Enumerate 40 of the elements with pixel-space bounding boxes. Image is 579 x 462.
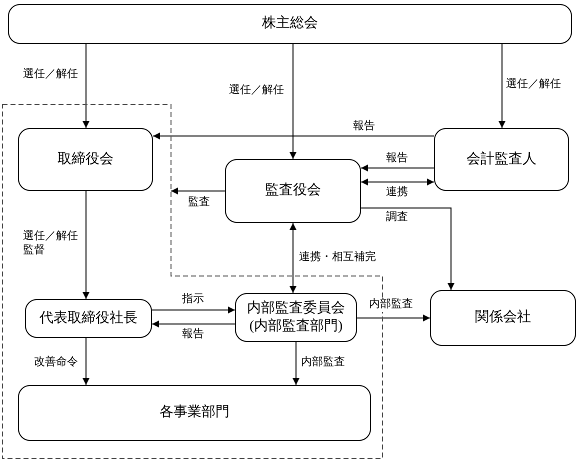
edge-label: 選任／解任	[228, 84, 285, 98]
edge-label: 内部監査	[368, 298, 414, 312]
rounded-box	[235, 293, 357, 342]
arrow	[360, 208, 454, 290]
rounded-box	[225, 159, 361, 223]
arrow	[170, 188, 226, 194]
node-text: 監査役会	[265, 182, 321, 200]
node-text: (内部監査部門)	[249, 318, 343, 335]
rounded-box	[18, 385, 371, 441]
node-text: 株主総会	[262, 15, 318, 33]
node-text: 会計監査人	[466, 150, 536, 168]
arrow	[360, 178, 434, 186]
rounded-box	[25, 299, 152, 338]
node-text: 関係会社	[475, 309, 531, 327]
edge-label: 報告	[181, 328, 205, 342]
edge-label: 報告	[385, 152, 409, 166]
arrow	[290, 44, 296, 160]
arrow	[360, 164, 434, 172]
arrow	[498, 44, 506, 128]
arrow	[356, 314, 430, 322]
arrow	[82, 338, 90, 386]
edge-label: 選任／解任	[22, 68, 79, 82]
arrow	[292, 342, 300, 386]
edge-label: 選任／解任	[505, 78, 562, 92]
node-text: 取締役会	[58, 150, 114, 168]
arrow	[82, 190, 90, 300]
edge-label: 報告	[352, 120, 376, 134]
rounded-box	[430, 290, 576, 346]
rounded-box	[434, 128, 569, 191]
node-text: 代表取締役社長	[40, 310, 138, 328]
node-text: 各事業部門	[160, 404, 230, 422]
edge-label: 改善命令	[33, 356, 79, 370]
arrow	[82, 44, 90, 128]
node-text: 内部監査委員会	[247, 300, 345, 318]
arrow	[152, 132, 434, 140]
rounded-box	[8, 4, 572, 44]
arrow	[290, 222, 296, 294]
rounded-box	[18, 128, 153, 191]
arrow	[152, 306, 236, 314]
arrow	[152, 320, 236, 328]
